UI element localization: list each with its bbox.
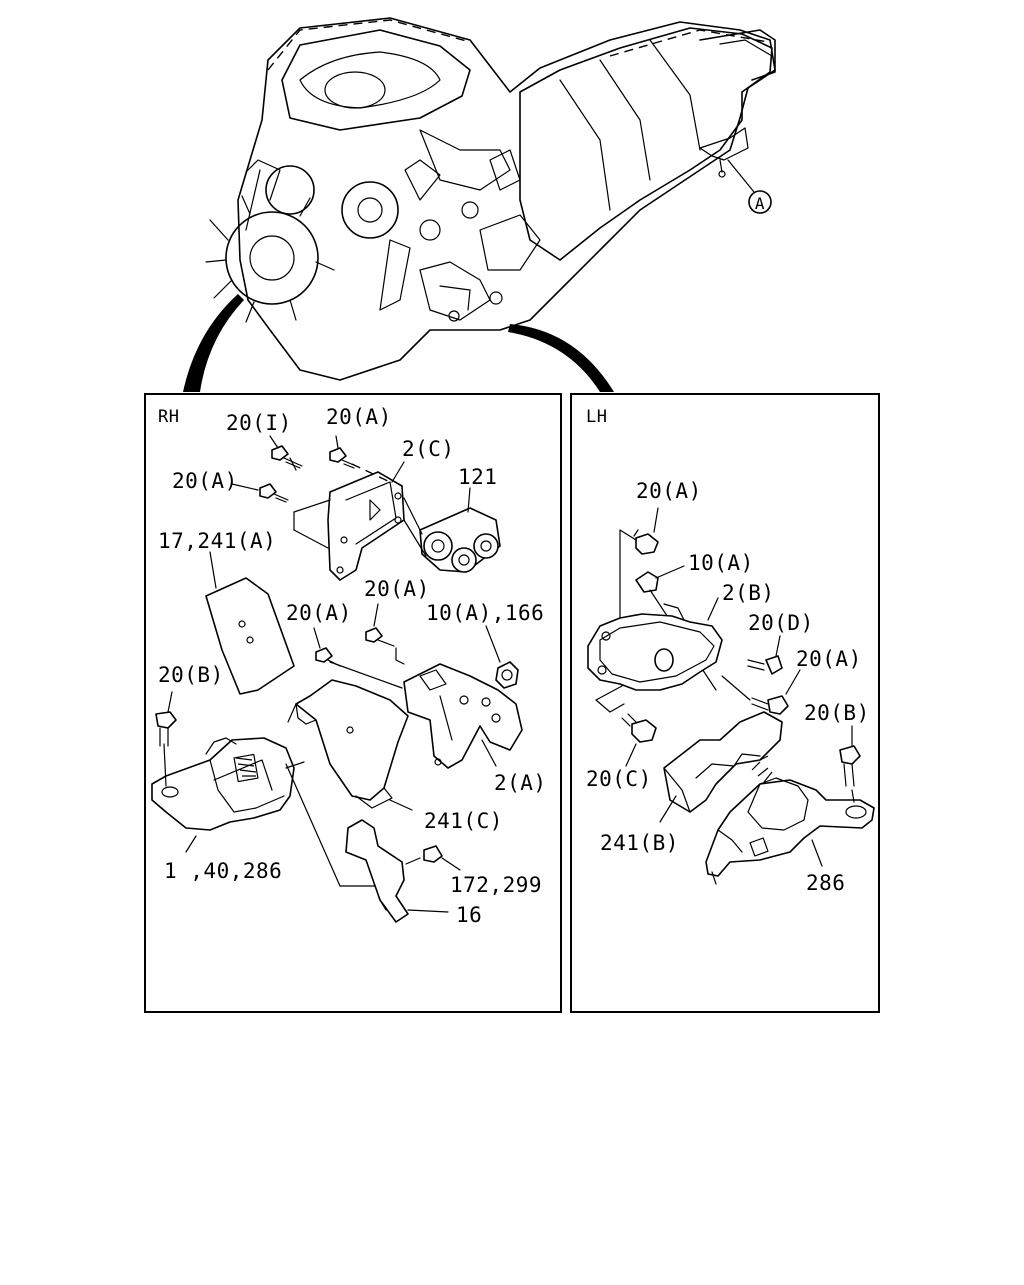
rh-label-241c: 241(C) bbox=[424, 809, 503, 833]
bolt-20a-mid2-icon bbox=[365, 603, 405, 665]
lh-panel-frame bbox=[570, 393, 880, 1013]
rh-label-10a-166: 10(A),166 bbox=[426, 601, 544, 625]
heat-shield-241c-icon bbox=[287, 679, 413, 811]
bracket-2c-icon bbox=[293, 461, 405, 581]
lh-label-20c: 20(C) bbox=[586, 767, 652, 791]
rh-label-17-241a: 17,241(A) bbox=[158, 529, 276, 553]
bracket-2a-icon bbox=[403, 663, 523, 769]
bolt-20b-rh-icon bbox=[155, 691, 177, 747]
bolt-20d-icon bbox=[747, 635, 783, 675]
bolt-20a-top-icon bbox=[329, 435, 357, 469]
rh-label-20a-mid: 20(A) bbox=[286, 601, 352, 625]
callout-a-label: A bbox=[755, 194, 765, 213]
engine-assembly-drawing bbox=[205, 17, 776, 381]
rh-label-16: 16 bbox=[456, 903, 482, 927]
rh-label-20a-left: 20(A) bbox=[172, 469, 238, 493]
lh-label-20a-top: 20(A) bbox=[636, 479, 702, 503]
rh-label-20b: 20(B) bbox=[158, 663, 224, 687]
lh-panel-title: LH bbox=[586, 407, 607, 427]
callout-a: A bbox=[727, 159, 772, 214]
rh-label-20a-top: 20(A) bbox=[326, 405, 392, 429]
lh-label-20a-right: 20(A) bbox=[796, 647, 862, 671]
bolt-20b-lh-icon bbox=[839, 725, 861, 803]
lh-label-286: 286 bbox=[806, 871, 845, 895]
lh-label-2b: 2(B) bbox=[722, 581, 775, 605]
heat-shield-241a-icon bbox=[205, 551, 295, 695]
engine-mount-rh-icon bbox=[151, 737, 389, 887]
bolt-20a-lh-top-icon bbox=[619, 507, 659, 677]
rh-label-1-40-286: 1 ,40,286 bbox=[164, 859, 282, 883]
bolt-20a-left-icon bbox=[231, 483, 289, 503]
rh-label-20i: 20(I) bbox=[226, 411, 292, 435]
rh-panel: RH bbox=[144, 393, 562, 1013]
sensor-16-icon bbox=[345, 819, 449, 923]
rh-label-121: 121 bbox=[458, 465, 497, 489]
lh-panel: LH bbox=[570, 393, 880, 1013]
rh-label-2c: 2(C) bbox=[402, 437, 455, 461]
panel-leader-arcs bbox=[183, 294, 614, 392]
rh-label-20a-mid2: 20(A) bbox=[364, 577, 430, 601]
rh-panel-frame bbox=[144, 393, 562, 1013]
bolt-20i-icon bbox=[269, 435, 303, 471]
heat-shield-241b-icon bbox=[659, 711, 783, 823]
bolt-172-299-icon bbox=[405, 845, 461, 871]
lh-label-20d: 20(D) bbox=[748, 611, 814, 635]
lh-label-20b: 20(B) bbox=[804, 701, 870, 725]
nut-10a-166-icon bbox=[485, 625, 519, 689]
bolt-20a-mid-icon bbox=[313, 627, 403, 689]
bushing-121-icon bbox=[403, 487, 501, 573]
rh-label-2a: 2(A) bbox=[494, 771, 547, 795]
rh-label-172-299: 172,299 bbox=[450, 873, 542, 897]
engine-mount-lh-icon bbox=[705, 755, 875, 885]
lh-label-241b: 241(B) bbox=[600, 831, 679, 855]
bracket-2b-icon bbox=[587, 597, 723, 713]
rh-leader-line bbox=[285, 761, 305, 769]
rh-panel-title: RH bbox=[158, 407, 179, 427]
bolt-20c-icon bbox=[621, 713, 657, 767]
lh-label-10a: 10(A) bbox=[688, 551, 754, 575]
bolt-20a-lh-right-icon bbox=[721, 669, 801, 715]
